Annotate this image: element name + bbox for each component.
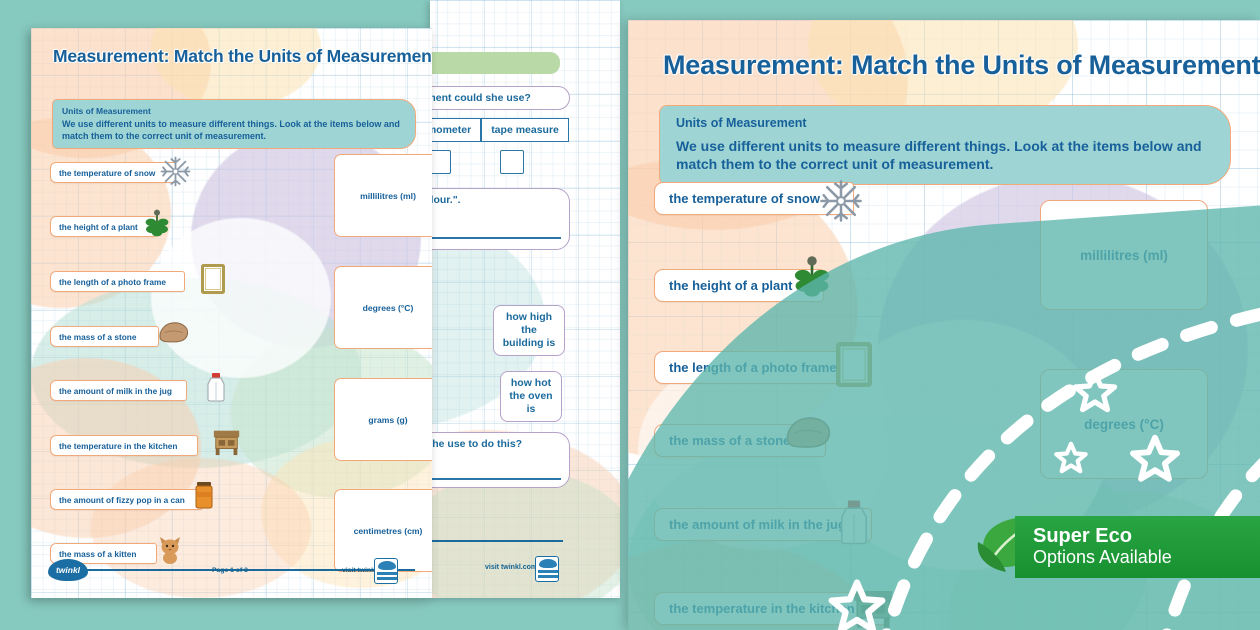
question-instrument-text: nent should she use to do this? — [430, 438, 523, 450]
front-worksheet-page1[interactable]: Measurement: Match the Units of Measurem… — [31, 28, 432, 598]
info-box: Units of Measurement We use different un… — [659, 105, 1231, 185]
checkbox-tape-measure[interactable] — [500, 150, 524, 174]
tag-label: how high the building is — [502, 311, 556, 350]
star-icon — [828, 579, 886, 630]
star-icon — [1072, 370, 1118, 413]
item-label: the mass of a kitten — [59, 548, 137, 559]
dashed-arc-decoration — [881, 307, 1260, 630]
photo-frame-icon — [201, 264, 225, 294]
item-label: the temperature of snow — [669, 191, 820, 206]
item-label: the temperature in the kitchen — [59, 440, 178, 451]
item-pill-mass-of-stone[interactable]: the mass of a stone — [50, 326, 159, 347]
equipment-cell-tape-measure[interactable]: tape measure — [481, 118, 569, 142]
recipe-text: s and 250ml flour.". — [430, 194, 461, 206]
unit-box-grams[interactable]: grams (g) — [334, 378, 432, 461]
tag-label: how hot the oven is — [509, 377, 553, 416]
answer-line-1 — [430, 237, 561, 239]
star-icon — [1054, 441, 1088, 474]
item-pill-length-of-photo-frame[interactable]: the length of a photo frame — [50, 271, 185, 292]
item-label: the mass of a stone — [669, 433, 791, 448]
info-box-heading: Units of Measurement — [676, 116, 807, 130]
item-label: the amount of fizzy pop in a can — [59, 494, 185, 505]
unit-box-degrees[interactable]: degrees (°C) — [334, 266, 432, 349]
item-pill-amount-of-fizzy-pop[interactable]: the amount of fizzy pop in a can — [50, 489, 203, 510]
unit-box-millilitres[interactable]: millilitres (ml) — [334, 154, 432, 237]
page-title: Measurement: Match the Units of Measurem… — [663, 50, 1260, 80]
footer-visit-link[interactable]: visit twinkl.com — [485, 564, 538, 571]
page-number: Page 1 of 3 — [212, 567, 248, 574]
item-label: the temperature of snow — [59, 167, 156, 178]
soda-can-icon — [195, 482, 213, 509]
tag-how-high-building[interactable]: how high the building is — [493, 305, 565, 357]
footer-visit-link[interactable]: visit twinkl.com — [342, 567, 393, 574]
stone-icon — [786, 417, 831, 448]
item-label: the mass of a stone — [59, 331, 137, 342]
item-label: the amount of milk in the jug — [59, 385, 172, 396]
kitchen-icon — [213, 430, 240, 456]
tag-how-hot-oven[interactable]: how hot the oven is — [500, 371, 562, 423]
green-heading-bar — [430, 52, 560, 74]
super-eco-badge[interactable]: Super Eco Options Available — [1015, 516, 1260, 578]
info-box-heading: Units of Measurement — [62, 106, 151, 116]
footer-rule — [49, 569, 415, 572]
twinkl-logo[interactable]: twinkl — [48, 559, 88, 581]
question-equipment-box: . What equipment could she use? — [430, 86, 570, 110]
eco-badge-line1: Super Eco — [1033, 525, 1132, 548]
item-label: the amount of milk in the jug — [669, 517, 846, 532]
twinkl-logo-text: twinkl — [55, 565, 81, 575]
star-icon — [1130, 434, 1180, 482]
item-label: the length of a photo frame — [669, 360, 837, 375]
info-box: Units of Measurement We use different un… — [52, 99, 416, 150]
unit-label: grams (g) — [368, 414, 408, 425]
unit-label: millilitres (ml) — [360, 190, 416, 201]
twinkl-seal-badge — [535, 556, 559, 582]
item-pill-amount-of-milk[interactable]: the amount of milk in the jug — [50, 380, 187, 401]
milk-jug-icon — [207, 373, 225, 402]
item-pill-temperature-in-kitchen[interactable]: the temperature in the kitchen — [50, 435, 198, 456]
item-label: the length of a photo frame — [59, 276, 166, 287]
background-worksheet-page2[interactable]: . What equipment could she use? thermome… — [430, 0, 620, 598]
twinkl-cloud-shape — [48, 559, 88, 581]
recipe-answer-box[interactable]: s and 250ml flour.". — [430, 188, 570, 250]
checkbox-thermometer[interactable] — [430, 150, 451, 174]
page-title: Measurement: Match the Units of Measurem… — [53, 46, 432, 66]
equipment-cell-thermometer[interactable]: thermometer — [430, 118, 482, 142]
equipment-options-table: thermometer tape measure — [430, 118, 569, 142]
potted-plant-icon — [145, 209, 169, 237]
question-instrument-box[interactable]: nent should she use to do this? — [430, 432, 570, 488]
item-pill-height-of-plant[interactable]: the height of a plant — [50, 216, 157, 237]
item-label: the height of a plant — [669, 278, 793, 293]
question-equipment-text: . What equipment could she use? — [430, 92, 531, 104]
footer-rule — [430, 540, 563, 543]
snowflake-icon — [160, 156, 191, 187]
info-box-body: We use different units to measure differ… — [62, 119, 400, 141]
item-pill-mass-of-kitten[interactable]: the mass of a kitten — [50, 543, 157, 564]
stone-icon — [159, 322, 189, 343]
potted-plant-icon — [794, 256, 830, 297]
eco-badge-line2: Options Available — [1033, 547, 1172, 568]
snowflake-icon — [820, 180, 862, 222]
unit-label: degrees (°C) — [362, 302, 414, 313]
answer-line-2 — [430, 478, 561, 480]
item-pill-temperature-of-snow[interactable]: the temperature of snow — [50, 162, 176, 183]
twinkl-seal-badge — [374, 558, 398, 584]
item-label: the height of a plant — [59, 221, 138, 232]
info-box-body: We use different units to measure differ… — [676, 138, 1202, 172]
unit-label: centimetres (cm) — [353, 525, 423, 536]
kitten-icon — [160, 537, 180, 564]
